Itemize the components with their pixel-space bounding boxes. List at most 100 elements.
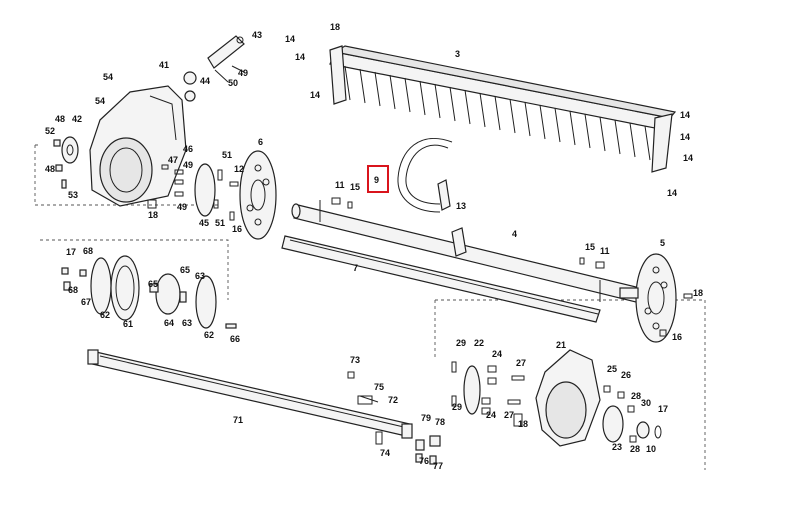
callout-c22: 22 bbox=[474, 338, 484, 348]
channel-bar bbox=[281, 235, 601, 323]
callout-c13: 13 bbox=[456, 201, 466, 211]
callout-c50: 50 bbox=[228, 78, 238, 88]
callout-c79: 79 bbox=[421, 413, 431, 423]
callout-c16a: 16 bbox=[232, 224, 242, 234]
lower-beam-fasteners bbox=[347, 371, 383, 445]
callout-c18b: 18 bbox=[148, 210, 158, 220]
highlight-box bbox=[367, 165, 389, 193]
callout-c78: 78 bbox=[435, 417, 445, 427]
callout-c24b: 24 bbox=[486, 410, 496, 420]
callout-c21: 21 bbox=[556, 340, 566, 350]
callout-c24a: 24 bbox=[492, 349, 502, 359]
callout-c68b: 68 bbox=[68, 285, 78, 295]
callout-c41: 41 bbox=[159, 60, 169, 70]
callout-c48b: 48 bbox=[45, 164, 55, 174]
cam-discs bbox=[194, 150, 277, 240]
callout-c18a: 18 bbox=[330, 22, 340, 32]
callout-c18c: 18 bbox=[693, 288, 703, 298]
callout-c10: 10 bbox=[646, 444, 656, 454]
callout-c5: 5 bbox=[660, 238, 665, 248]
callout-c54b: 54 bbox=[95, 96, 105, 106]
group-boundary-lower-left bbox=[40, 239, 229, 300]
callout-c29a: 29 bbox=[456, 338, 466, 348]
callout-c44: 44 bbox=[200, 76, 210, 86]
callout-c23: 23 bbox=[612, 442, 622, 452]
callout-c18d: 18 bbox=[518, 419, 528, 429]
callout-c14g: 14 bbox=[667, 188, 677, 198]
callout-c15b: 15 bbox=[585, 242, 595, 252]
curved-strap bbox=[397, 137, 453, 213]
crank-arm bbox=[183, 35, 245, 102]
callout-c28a: 28 bbox=[631, 391, 641, 401]
bushings bbox=[415, 435, 441, 465]
tine-bar bbox=[329, 45, 677, 173]
callout-c62b: 62 bbox=[204, 330, 214, 340]
callout-c45: 45 bbox=[199, 218, 209, 228]
callout-c54a: 54 bbox=[103, 72, 113, 82]
callout-c47: 47 bbox=[168, 155, 178, 165]
callout-c75: 75 bbox=[374, 382, 384, 392]
left-hub bbox=[53, 136, 79, 189]
callout-c66: 66 bbox=[230, 334, 240, 344]
shaft-fasteners bbox=[331, 197, 605, 269]
callout-c62a: 62 bbox=[100, 310, 110, 320]
callout-c67: 67 bbox=[81, 297, 91, 307]
callout-c11b: 11 bbox=[600, 246, 610, 256]
lower-left-drive bbox=[61, 255, 237, 329]
callout-c11a: 11 bbox=[335, 180, 345, 190]
callout-c4: 4 bbox=[512, 229, 517, 239]
callout-c26: 26 bbox=[621, 370, 631, 380]
callout-c49c: 49 bbox=[177, 202, 187, 212]
callout-c3: 3 bbox=[455, 49, 460, 59]
callout-c53: 53 bbox=[68, 190, 78, 200]
callout-c14a: 14 bbox=[285, 34, 295, 44]
callout-c52: 52 bbox=[45, 126, 55, 136]
left-fasteners bbox=[147, 164, 239, 221]
right-housing bbox=[463, 349, 662, 447]
callout-c6: 6 bbox=[258, 137, 263, 147]
callout-c48a: 48 bbox=[55, 114, 65, 124]
callout-c29b: 29 bbox=[452, 402, 462, 412]
callout-c27a: 27 bbox=[516, 358, 526, 368]
callout-c27b: 27 bbox=[504, 410, 514, 420]
callout-c63a: 63 bbox=[195, 271, 205, 281]
callout-c71: 71 bbox=[233, 415, 243, 425]
callout-c30: 30 bbox=[641, 398, 651, 408]
callout-c15a: 15 bbox=[350, 182, 360, 192]
callout-c12: 12 bbox=[234, 164, 244, 174]
callout-c46: 46 bbox=[183, 144, 193, 154]
group-boundary-left bbox=[34, 144, 218, 206]
callout-c63b: 63 bbox=[182, 318, 192, 328]
callout-c43: 43 bbox=[252, 30, 262, 40]
callout-c49b: 49 bbox=[183, 160, 193, 170]
right-fasteners bbox=[451, 293, 693, 443]
callout-c14b: 14 bbox=[295, 52, 305, 62]
highlighted-callout-label: 9 bbox=[374, 175, 379, 185]
callout-c72: 72 bbox=[388, 395, 398, 405]
callout-c65: 65 bbox=[180, 265, 190, 275]
callout-c61: 61 bbox=[123, 319, 133, 329]
callout-c17a: 17 bbox=[66, 247, 76, 257]
callout-c14f: 14 bbox=[683, 153, 693, 163]
callout-c14d: 14 bbox=[680, 110, 690, 120]
callout-c77: 77 bbox=[433, 461, 443, 471]
callout-c7: 7 bbox=[353, 263, 358, 273]
callout-c73: 73 bbox=[350, 355, 360, 365]
callout-c14c: 14 bbox=[310, 90, 320, 100]
callout-c65b: 65 bbox=[148, 279, 158, 289]
left-housing bbox=[89, 85, 187, 207]
callout-c74: 74 bbox=[380, 448, 390, 458]
callout-c51a: 51 bbox=[222, 150, 232, 160]
callout-c42: 42 bbox=[72, 114, 82, 124]
callout-c14e: 14 bbox=[680, 132, 690, 142]
callout-c25: 25 bbox=[607, 364, 617, 374]
callout-c16b: 16 bbox=[672, 332, 682, 342]
callout-c28b: 28 bbox=[630, 444, 640, 454]
lower-beam bbox=[87, 349, 413, 439]
callout-c17b: 17 bbox=[658, 404, 668, 414]
right-disc bbox=[619, 253, 677, 343]
callout-c64: 64 bbox=[164, 318, 174, 328]
